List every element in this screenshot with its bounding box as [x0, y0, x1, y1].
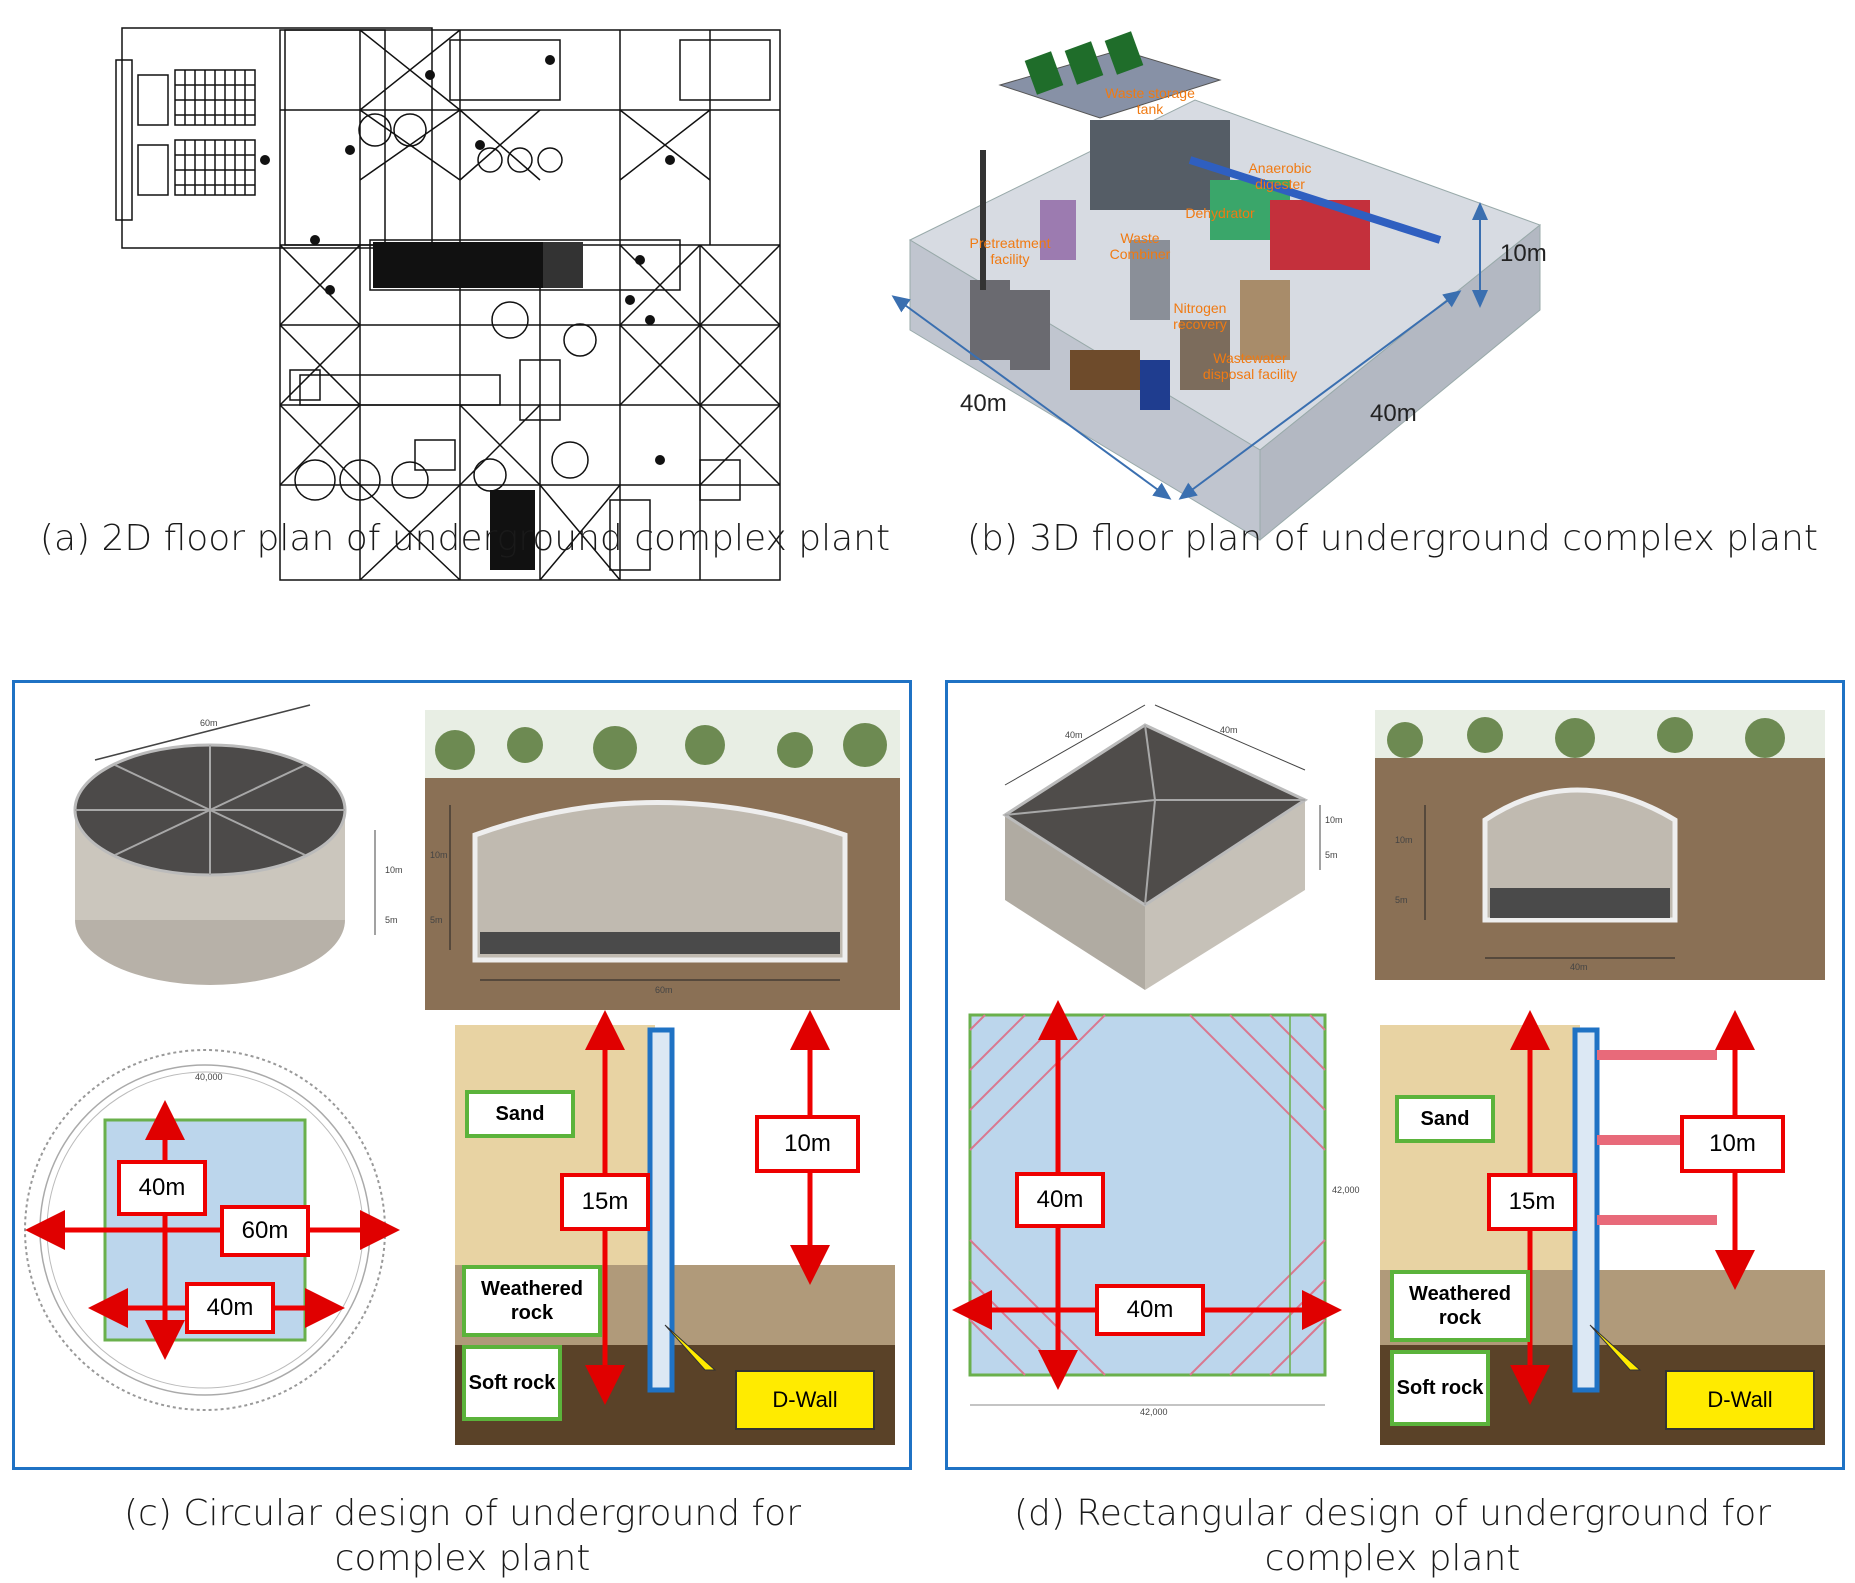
- panel-c-frame: [12, 680, 912, 1470]
- circular-iso-view: 60m 10m 5m: [40, 690, 410, 1020]
- caption-c-line1: (c) Circular design of underground for: [123, 1493, 802, 1534]
- iso-dim-lower: 5m: [1325, 850, 1338, 860]
- soil-label-soft-rock: Soft rock: [462, 1345, 562, 1421]
- label-dehydrator: Dehydrator: [1185, 205, 1255, 221]
- dwall-label: D-Wall: [735, 1370, 875, 1430]
- rectangular-section-view: 10m 5m 40m: [1375, 710, 1825, 980]
- excavation-dim-10m: 10m: [755, 1115, 860, 1173]
- caption-a: (a) 2D floor plan of underground complex…: [39, 518, 891, 559]
- left-width-dim-label: 40m: [960, 390, 1007, 417]
- section-dim-width: 60m: [655, 985, 673, 995]
- 3d-plant-drawing: [891, 31, 1542, 542]
- plan-inner-horizontal-dim: 40m: [185, 1282, 275, 1334]
- soil-label-weathered-rock: Weathered rock: [462, 1265, 602, 1337]
- label-nitrogen-recovery: Nitrogen recovery: [1173, 300, 1227, 332]
- section-dim-width: 40m: [1570, 962, 1588, 972]
- panel-d-frame: [945, 680, 1845, 1470]
- right-width-dim-label: 40m: [1370, 400, 1417, 427]
- panel-a-floor-plan: [110, 20, 800, 590]
- rectangular-soil-profile: Sand Weathered rock Soft rock 15m 10m D-…: [1375, 1010, 1830, 1445]
- plan-side-tiny: 42,000: [1332, 1185, 1360, 1195]
- circular-section-view: 10m 5m 60m: [425, 710, 900, 1010]
- caption-b: (b) 3D floor plan of underground complex…: [967, 518, 1818, 559]
- plan-horizontal-dim: 40m: [1095, 1284, 1205, 1336]
- excavation-dim-10m: 10m: [1680, 1115, 1785, 1173]
- caption-c-line2: complex plant: [334, 1538, 591, 1579]
- rectangular-iso-view: 40m 40m 10m 5m: [985, 700, 1345, 1020]
- caption-d-line1: (d) Rectangular design of underground fo…: [1013, 1493, 1772, 1534]
- plan-bottom-tiny: 42,000: [1140, 1407, 1168, 1417]
- panel-b-3d-plan: Waste storage tank Anaerobic digester De…: [880, 10, 1855, 610]
- circular-soil-profile: Sand Weathered rock Soft rock 15m 10m D-…: [450, 1010, 900, 1445]
- plan-inner-vertical-dim: 40m: [117, 1160, 207, 1216]
- section-dim-lower: 5m: [430, 915, 443, 925]
- label-pretreatment-facility: Pretreatment facility: [969, 235, 1051, 267]
- depth-dim-15m: 15m: [1487, 1173, 1577, 1231]
- dwall-label: D-Wall: [1665, 1370, 1815, 1430]
- iso-dim-lower: 5m: [385, 915, 398, 925]
- section-dim-upper: 10m: [1395, 835, 1413, 845]
- label-wastewater-disposal: Wastewater disposal facility: [1202, 350, 1298, 382]
- plan-dim-top-tiny: 40,000: [195, 1072, 223, 1082]
- circular-plan-view: 40,000 40m 60m 40m: [24, 1040, 400, 1430]
- soil-label-weathered-rock: Weathered rock: [1390, 1270, 1530, 1342]
- soil-label-soft-rock: Soft rock: [1390, 1350, 1490, 1426]
- floor-plan-drawing: [115, 27, 781, 581]
- caption-d-line2: complex plant: [1264, 1538, 1521, 1579]
- height-dim-label: 10m: [1500, 240, 1547, 267]
- label-waste-storage-tank: Waste storage tank: [1105, 85, 1195, 117]
- label-anaerobic-digester: Anaerobic digester: [1248, 160, 1312, 192]
- iso-dim-a: 40m: [1065, 730, 1083, 740]
- section-dim-lower: 5m: [1395, 895, 1408, 905]
- iso-dim-upper: 10m: [385, 865, 403, 875]
- depth-dim-15m: 15m: [560, 1173, 650, 1231]
- plan-vertical-dim: 40m: [1015, 1172, 1105, 1228]
- plan-outer-dim: 60m: [220, 1205, 310, 1257]
- section-dim-upper: 10m: [430, 850, 448, 860]
- rectangular-plan-view: 42,000 42,000 40m 40m: [952, 1000, 1360, 1430]
- label-waste-combiner: Waste Combiner: [1109, 230, 1171, 262]
- iso-dim-b: 40m: [1220, 725, 1238, 735]
- iso-dim-upper: 10m: [1325, 815, 1343, 825]
- soil-label-sand: Sand: [1395, 1095, 1495, 1143]
- iso-dim-top: 60m: [200, 718, 218, 728]
- soil-label-sand: Sand: [465, 1090, 575, 1138]
